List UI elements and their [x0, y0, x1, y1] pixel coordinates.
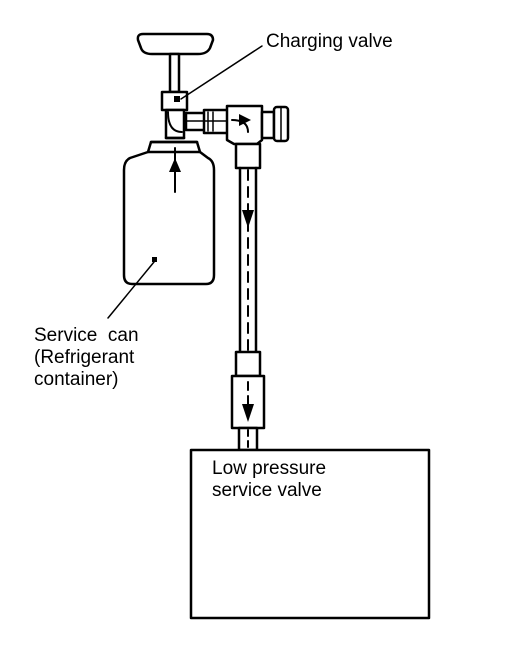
service-can-label-line-3: container) [34, 369, 119, 390]
charging-valve-leader-line [180, 45, 263, 100]
flow-arrow-up [169, 147, 181, 193]
hose-fittings-lower [230, 350, 266, 452]
low-pressure-service-valve-box [189, 448, 431, 620]
service-can-label-line-2: (Refrigerant [34, 347, 135, 368]
low-pressure-service-valve-label: Low pressure service valve [212, 458, 326, 502]
tee-fitting [225, 104, 290, 170]
service-can-label: Service can (Refrigerant container) [34, 325, 139, 391]
service-can [122, 136, 216, 286]
charging-valve-label: Charging valve [266, 31, 393, 52]
charging-valve-handle [136, 32, 215, 94]
lpsv-label-line-2: service valve [212, 480, 322, 501]
service-can-label-line-1: Service can [34, 325, 139, 346]
charging-hose-upper [238, 166, 258, 354]
service-can-leader-line [107, 261, 155, 319]
charging-valve-body [160, 90, 189, 140]
service-can-leader-dot [152, 257, 157, 262]
lpsv-label-line-1: Low pressure [212, 458, 327, 479]
